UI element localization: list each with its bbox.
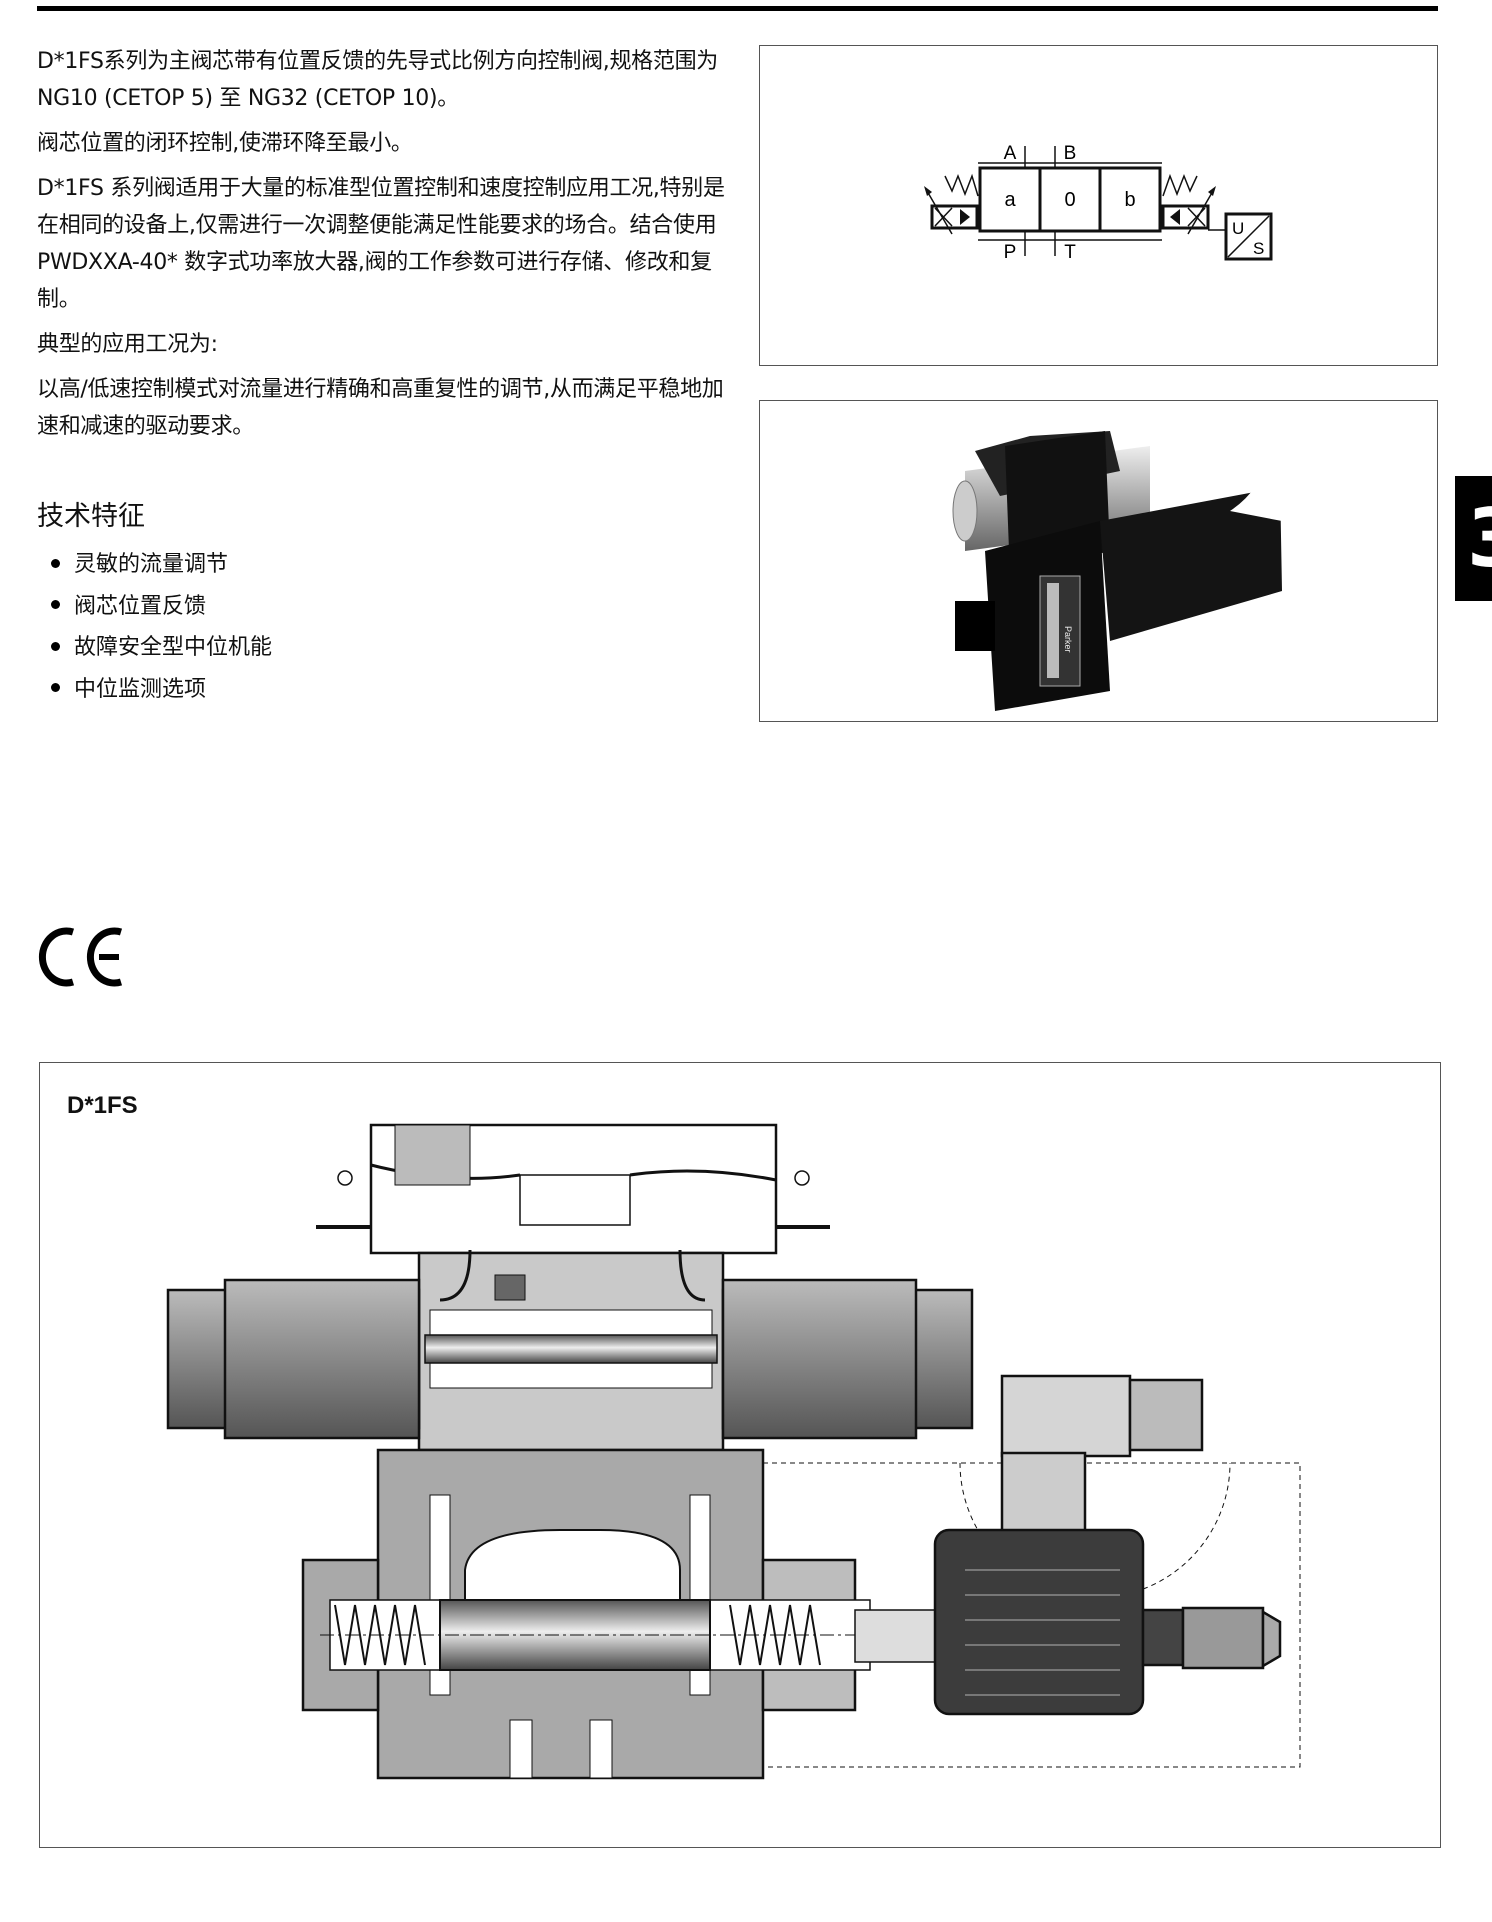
port-b-label: B: [1064, 143, 1077, 164]
intro-paragraph: D*1FS系列为主阀芯带有位置反馈的先导式比例方向控制阀,规格范围为 NG10 …: [37, 49, 718, 111]
transducer-u-label: U: [1232, 219, 1244, 238]
cross-section-frame: [39, 1062, 1441, 1848]
section-tab: 3: [1455, 476, 1492, 601]
intro-paragraph: 典型的应用工况为:: [37, 332, 218, 357]
valve-photo: Parker: [952, 431, 1282, 711]
port-t-label: T: [1064, 242, 1076, 263]
position-0-label: 0: [1064, 189, 1075, 211]
position-b-label: b: [1124, 189, 1135, 211]
intro-paragraph: 阀芯位置的闭环控制,使滞环降至最小。: [37, 131, 413, 156]
header-rule: [37, 6, 1438, 11]
features-heading: 技术特征: [37, 501, 145, 532]
intro-paragraph: D*1FS 系列阀适用于大量的标准型位置控制和速度控制应用工况,特别是在相同的设…: [37, 176, 725, 312]
feature-item: 中位监测选项: [45, 669, 272, 711]
drawing-title: D*1FS: [67, 1092, 138, 1119]
port-a-label: A: [1004, 143, 1017, 164]
position-a-label: a: [1004, 189, 1016, 211]
feature-item: 故障安全型中位机能: [45, 627, 272, 669]
feature-item: 灵敏的流量调节: [45, 544, 272, 586]
feature-item: 阀芯位置反馈: [45, 586, 272, 628]
product-photo-frame: Parker: [759, 400, 1438, 722]
valve-symbol: A B P T a 0 b U S: [924, 143, 1273, 263]
transducer-s-label: S: [1253, 239, 1264, 258]
intro-text: D*1FS系列为主阀芯带有位置反馈的先导式比例方向控制阀,规格范围为 NG10 …: [37, 43, 727, 453]
ce-mark-logo: [38, 927, 123, 987]
hydraulic-symbol-frame: A B P T a 0 b U S: [759, 45, 1438, 366]
port-p-label: P: [1004, 242, 1017, 263]
intro-paragraph: 以高/低速控制模式对流量进行精确和高重复性的调节,从而满足平稳地加速和减速的驱动…: [37, 377, 724, 439]
photo-brand-label: Parker: [1063, 626, 1073, 653]
cross-section-drawing: [166, 1123, 1301, 1780]
features-list: 灵敏的流量调节 阀芯位置反馈 故障安全型中位机能 中位监测选项: [45, 544, 272, 710]
